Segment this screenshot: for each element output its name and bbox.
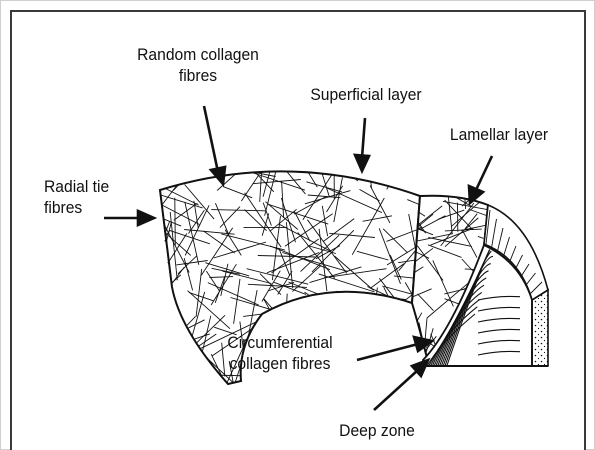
label-lamellar-layer: Lamellar layer: [430, 124, 568, 145]
arrow-superficial: [362, 118, 365, 158]
arrow-lamellar: [476, 156, 492, 190]
label-random-collagen: Random collagen fibres: [117, 44, 279, 86]
label-radial-tie: Radial tie fibres: [44, 176, 140, 218]
right-outer-face: [532, 290, 548, 366]
arrow-random-collagen: [204, 106, 218, 172]
arrowhead-radial-tie: [138, 211, 154, 225]
arrow-deep-zone: [374, 370, 418, 410]
label-superficial-layer: Superficial layer: [285, 84, 447, 105]
label-deep-zone: Deep zone: [328, 420, 426, 441]
arrowhead-superficial: [355, 155, 369, 171]
label-circumferential: Circumferential collagen fibres: [206, 332, 353, 374]
arrow-circumferential: [357, 344, 418, 360]
